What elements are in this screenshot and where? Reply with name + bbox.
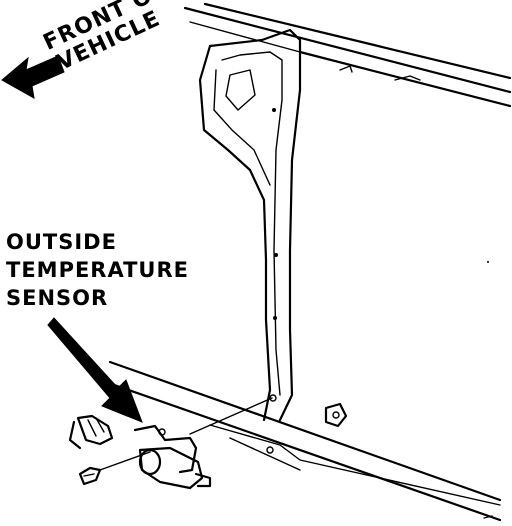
sensor-label-line1: OUTSIDE [6,230,117,254]
wiring-connector [68,414,114,450]
vertical-support-pillar [198,28,302,422]
sensor-label-line3: SENSOR [6,286,109,310]
sensor-label-line2: TEMPERATURE [6,258,189,282]
corner-mark [483,515,493,519]
upper-crossmember [183,2,512,108]
mounting-screw [78,466,102,486]
mounting-leader-line [189,397,273,435]
lower-crossmember [98,360,502,522]
front-direction-arrow [1,55,65,99]
temperature-sensor [133,424,212,490]
outside-temperature-sensor-label: OUTSIDE TEMPERATURE SENSOR [6,228,189,312]
sensor-pointer-arrow [47,317,143,423]
retaining-clip [324,402,348,428]
